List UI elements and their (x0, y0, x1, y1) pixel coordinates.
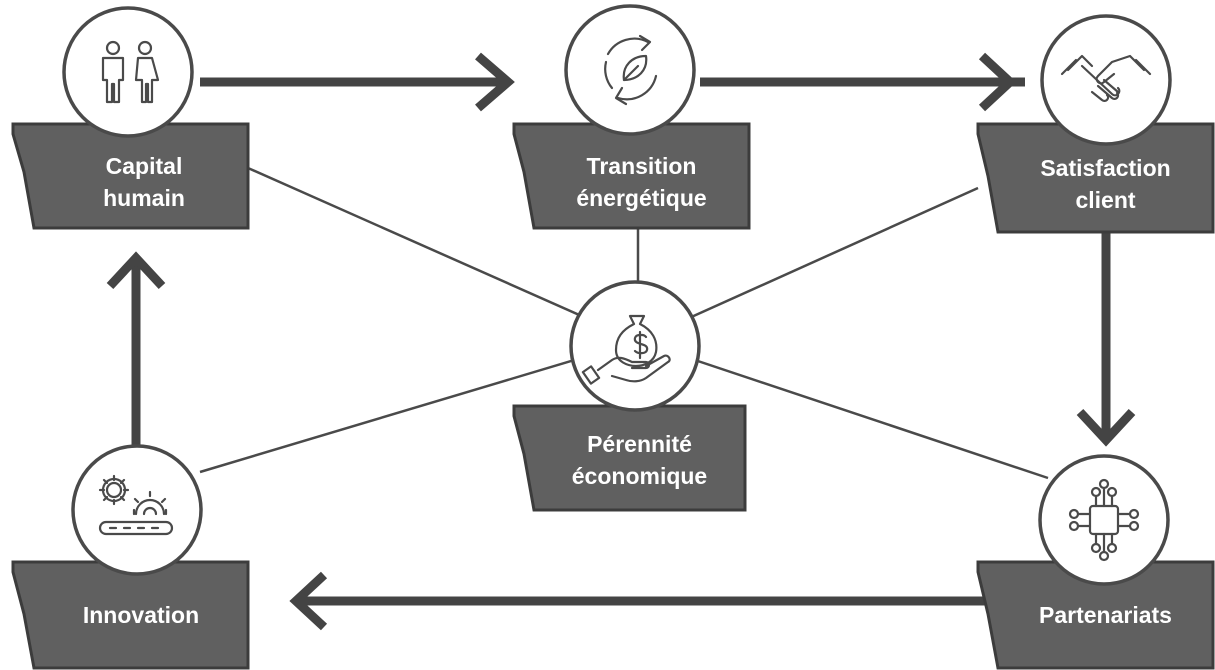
box-perennite (512, 404, 747, 512)
label-innovation-line1: Innovation (82, 602, 200, 628)
people-icon (101, 40, 160, 104)
arrow-satisfaction-to-partenariats (1076, 232, 1136, 447)
flow-arrows (106, 52, 1136, 631)
label-boxes (11, 122, 1215, 670)
icon-circles (62, 4, 1172, 586)
label-transition: Transition énergétique (534, 150, 749, 214)
label-perennite-line2: économique (571, 463, 708, 489)
label-transition-line1: Transition (586, 153, 697, 179)
label-satisfaction-line2: client (1075, 187, 1136, 213)
label-capital-line2: humain (103, 185, 185, 211)
label-transition-line2: énergétique (576, 185, 707, 211)
circuit-chip-icon (1068, 478, 1140, 562)
connector-innovation-center (199, 339, 639, 474)
box-transition (512, 122, 751, 230)
arrow-transition-to-satisfaction (700, 52, 1025, 112)
circle-perennite (569, 280, 701, 412)
connector-capital-center (247, 166, 639, 343)
connector-lines (199, 166, 1049, 480)
label-capital: Capital humain (40, 150, 248, 214)
label-satisfaction-line1: Satisfaction (1040, 155, 1171, 181)
connector-partenariats-center (637, 339, 1049, 480)
box-partenariats (976, 560, 1215, 670)
circle-transition (564, 4, 696, 136)
label-satisfaction: Satisfaction client (998, 152, 1213, 216)
label-innovation: Innovation (34, 599, 248, 631)
label-capital-line1: Capital (105, 153, 183, 179)
box-capital (11, 122, 250, 230)
gears-conveyor-icon (98, 474, 174, 536)
label-perennite: Pérennité économique (534, 428, 745, 492)
label-perennite-line1: Pérennité (587, 431, 692, 457)
money-bag-hand-icon (581, 314, 671, 385)
label-partenariats: Partenariats (998, 599, 1213, 631)
label-partenariats-line1: Partenariats (1039, 602, 1172, 628)
handshake-icon (1060, 54, 1152, 103)
circle-capital (62, 6, 194, 138)
box-innovation (11, 560, 250, 670)
circle-partenariats (1038, 454, 1170, 586)
arrow-capital-to-transition (200, 52, 515, 112)
box-satisfaction (976, 122, 1215, 234)
connector-satisfaction-center (637, 186, 979, 343)
leaf-cycle-icon (604, 34, 658, 106)
arrow-partenariats-to-innovation (289, 571, 990, 631)
arrow-innovation-to-capital (106, 251, 166, 448)
